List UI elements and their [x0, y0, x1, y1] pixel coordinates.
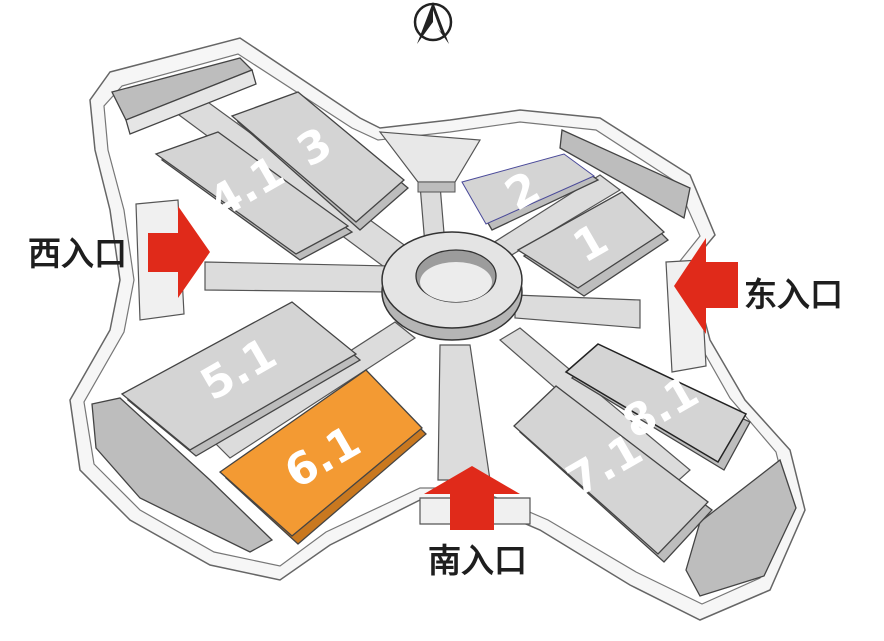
west-entrance-label: 西入口	[28, 234, 127, 273]
east-entrance-label: 东入口	[744, 275, 843, 314]
hall-6.1-roof	[218, 369, 423, 537]
hall-7.1[interactable]: 7.1	[513, 385, 713, 563]
hall-1-roof	[516, 191, 666, 289]
south-entrance-arrow-icon	[424, 466, 520, 530]
hall-4.1[interactable]: 4.1	[154, 131, 354, 261]
hall-5.1[interactable]: 5.1	[120, 301, 362, 457]
west-entrance-arrow-icon	[148, 206, 210, 298]
hall-4.1-roof	[154, 131, 350, 255]
hall-2[interactable]: 2	[461, 153, 600, 231]
north-arrow-icon	[413, 2, 453, 44]
east-entrance-arrow-icon	[674, 238, 738, 334]
hall-7.1-roof	[513, 385, 709, 555]
hall-5.1-roof	[120, 301, 358, 451]
hall-3-roof	[230, 91, 406, 223]
walkways	[173, 99, 691, 489]
hall-1[interactable]: 1	[516, 191, 670, 297]
hall-6.1[interactable]: 6.1	[218, 369, 427, 545]
south-entrance-label: 南入口	[428, 541, 527, 580]
hall-3[interactable]: 3	[230, 91, 410, 231]
corner-buildings	[91, 57, 797, 597]
north-gate	[378, 131, 482, 193]
hall-2-roof	[461, 153, 595, 225]
hall-8.1-roof	[564, 343, 748, 464]
central-ring	[381, 231, 523, 341]
